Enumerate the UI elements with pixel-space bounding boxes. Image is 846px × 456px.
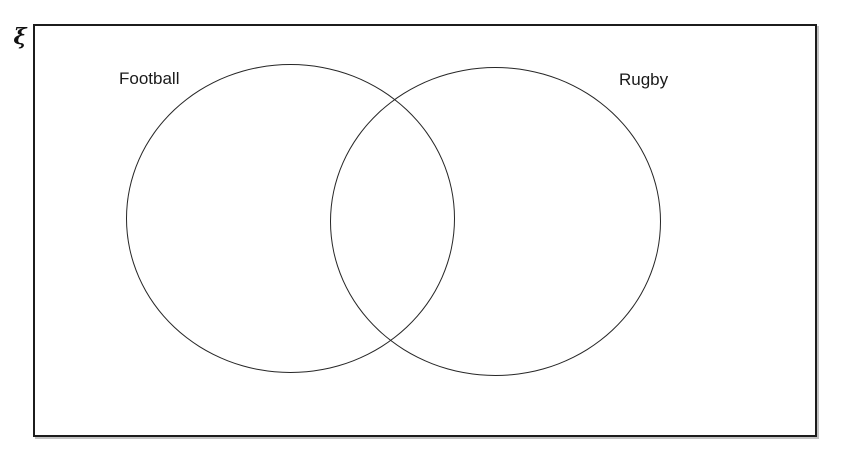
universal-set-symbol: ξ: [13, 24, 27, 50]
rugby-set-circle: [330, 67, 661, 376]
football-set-label: Football: [119, 69, 180, 88]
rugby-set-label: Rugby: [619, 70, 669, 89]
